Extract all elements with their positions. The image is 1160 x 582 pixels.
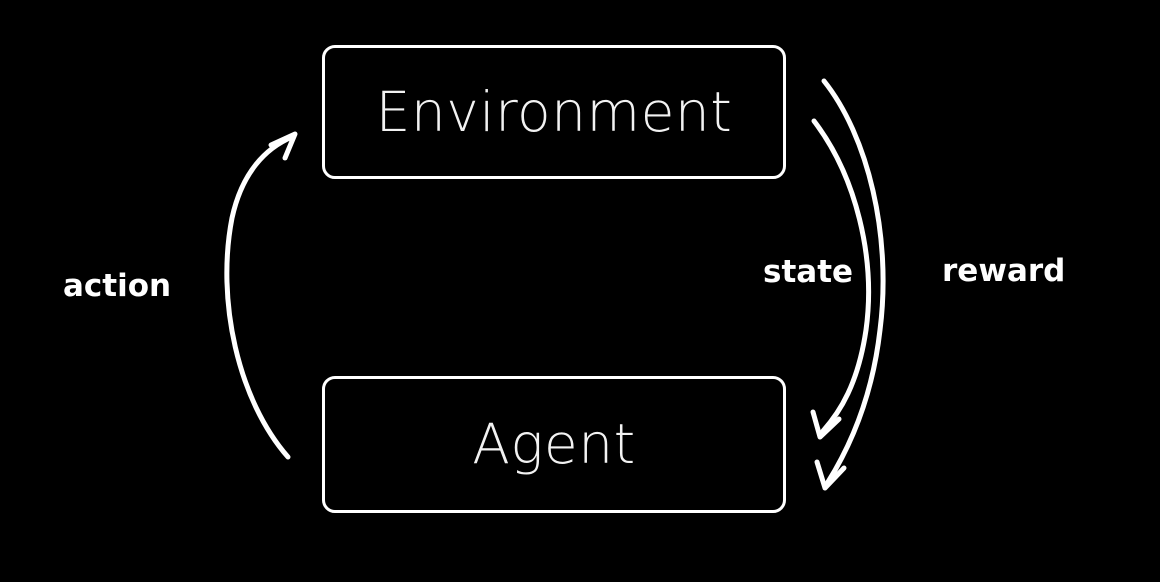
action-arrow-head [268, 131, 298, 161]
edge-label-reward: reward [942, 253, 1066, 289]
action-arrow-path [224, 134, 295, 460]
node-agent[interactable]: Agent [322, 376, 786, 513]
node-environment-label: Environment [375, 79, 733, 144]
edge-label-state: state [763, 254, 854, 290]
state-arrow-head [810, 409, 842, 440]
node-environment[interactable]: Environment [322, 45, 786, 179]
node-agent-label: Agent [472, 412, 636, 476]
edge-label-action: action [63, 268, 172, 304]
reward-arrow-head [814, 459, 847, 491]
